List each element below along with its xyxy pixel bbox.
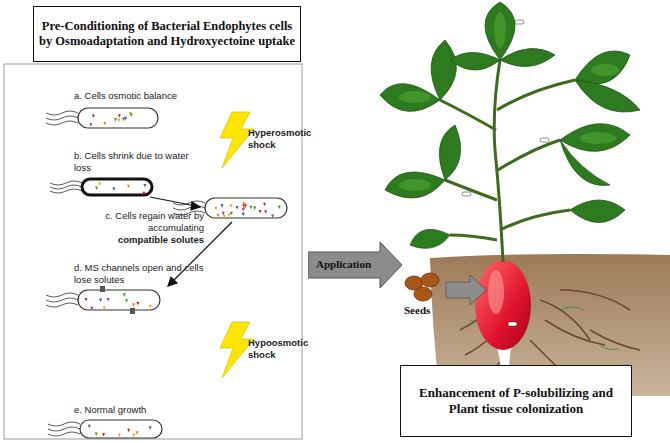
solute-mark — [230, 212, 233, 216]
stage-note: Hypoosmotic shock — [248, 337, 300, 361]
stage-label: e. Normal growth — [74, 404, 234, 416]
solute-mark — [95, 433, 98, 437]
solute-mark — [98, 183, 101, 187]
solute-mark — [103, 306, 106, 310]
seed-label: Seeds — [404, 304, 464, 317]
solute-mark — [253, 207, 256, 211]
solute-mark — [122, 118, 125, 122]
solute-mark — [99, 299, 102, 303]
solute-mark — [242, 208, 245, 212]
solute-mark — [112, 188, 115, 192]
solute-mark — [90, 307, 93, 311]
solute-mark — [95, 186, 98, 190]
solute-mark — [92, 114, 95, 118]
node-text: Application — [316, 258, 371, 271]
result-box: Enhancement of P-solubilizing and Plant … — [400, 365, 632, 437]
solute-mark — [264, 210, 267, 214]
application-arrow: Application — [308, 242, 402, 288]
stage-label: b. Cells shrink due to water loss — [74, 150, 194, 174]
solute-mark — [136, 302, 139, 306]
stage-note: Hyperosmotic shock — [248, 127, 300, 151]
solute-mark — [117, 119, 120, 123]
solute-mark — [278, 206, 281, 210]
stage-label: c. Cells regain water by accumulating — [92, 210, 204, 234]
solute-mark — [259, 210, 262, 214]
solute-mark — [142, 192, 145, 196]
solute-mark — [135, 431, 138, 435]
solute-mark — [84, 298, 87, 302]
solute-mark — [243, 202, 246, 206]
solute-mark — [88, 425, 91, 429]
solute-mark — [217, 214, 220, 218]
stage-label: a. Cells osmotic balance — [74, 90, 254, 102]
solute-mark — [130, 113, 133, 117]
solute-mark — [127, 429, 130, 433]
solute-mark — [228, 213, 231, 217]
stage-label: d. MS channels open and cells lose solut… — [74, 262, 204, 286]
solute-mark — [214, 207, 217, 211]
solute-mark — [236, 206, 239, 210]
solute-mark — [127, 185, 130, 189]
stage-note: compatible solutes — [92, 234, 204, 246]
solute-mark — [125, 299, 128, 303]
solute-mark — [132, 433, 135, 437]
node-text: Enhancement of P-solubilizing and Plant … — [407, 385, 625, 416]
solute-mark — [149, 305, 152, 309]
solute-mark — [243, 207, 246, 211]
solute-mark — [222, 212, 225, 216]
solute-mark — [103, 122, 106, 126]
solute-mark — [118, 433, 121, 437]
node-text: Pre-Conditioning of Bacterial Endophytes… — [38, 19, 296, 49]
solute-mark — [118, 114, 121, 118]
panel-frame — [4, 64, 302, 439]
solute-mark — [114, 118, 117, 122]
solute-mark — [102, 433, 105, 437]
solute-mark — [271, 215, 274, 219]
solute-mark — [249, 206, 252, 210]
solute-mark — [223, 215, 226, 219]
title-box: Pre-Conditioning of Bacterial Endophytes… — [33, 6, 301, 62]
solute-mark — [143, 184, 146, 188]
solute-mark — [149, 426, 152, 430]
solute-mark — [263, 203, 266, 207]
solute-mark — [107, 298, 110, 302]
solute-mark — [242, 213, 245, 217]
solute-mark — [132, 303, 135, 307]
solute-mark — [123, 293, 126, 297]
solute-mark — [221, 204, 224, 208]
solute-mark — [89, 123, 92, 127]
solute-mark — [229, 204, 232, 208]
